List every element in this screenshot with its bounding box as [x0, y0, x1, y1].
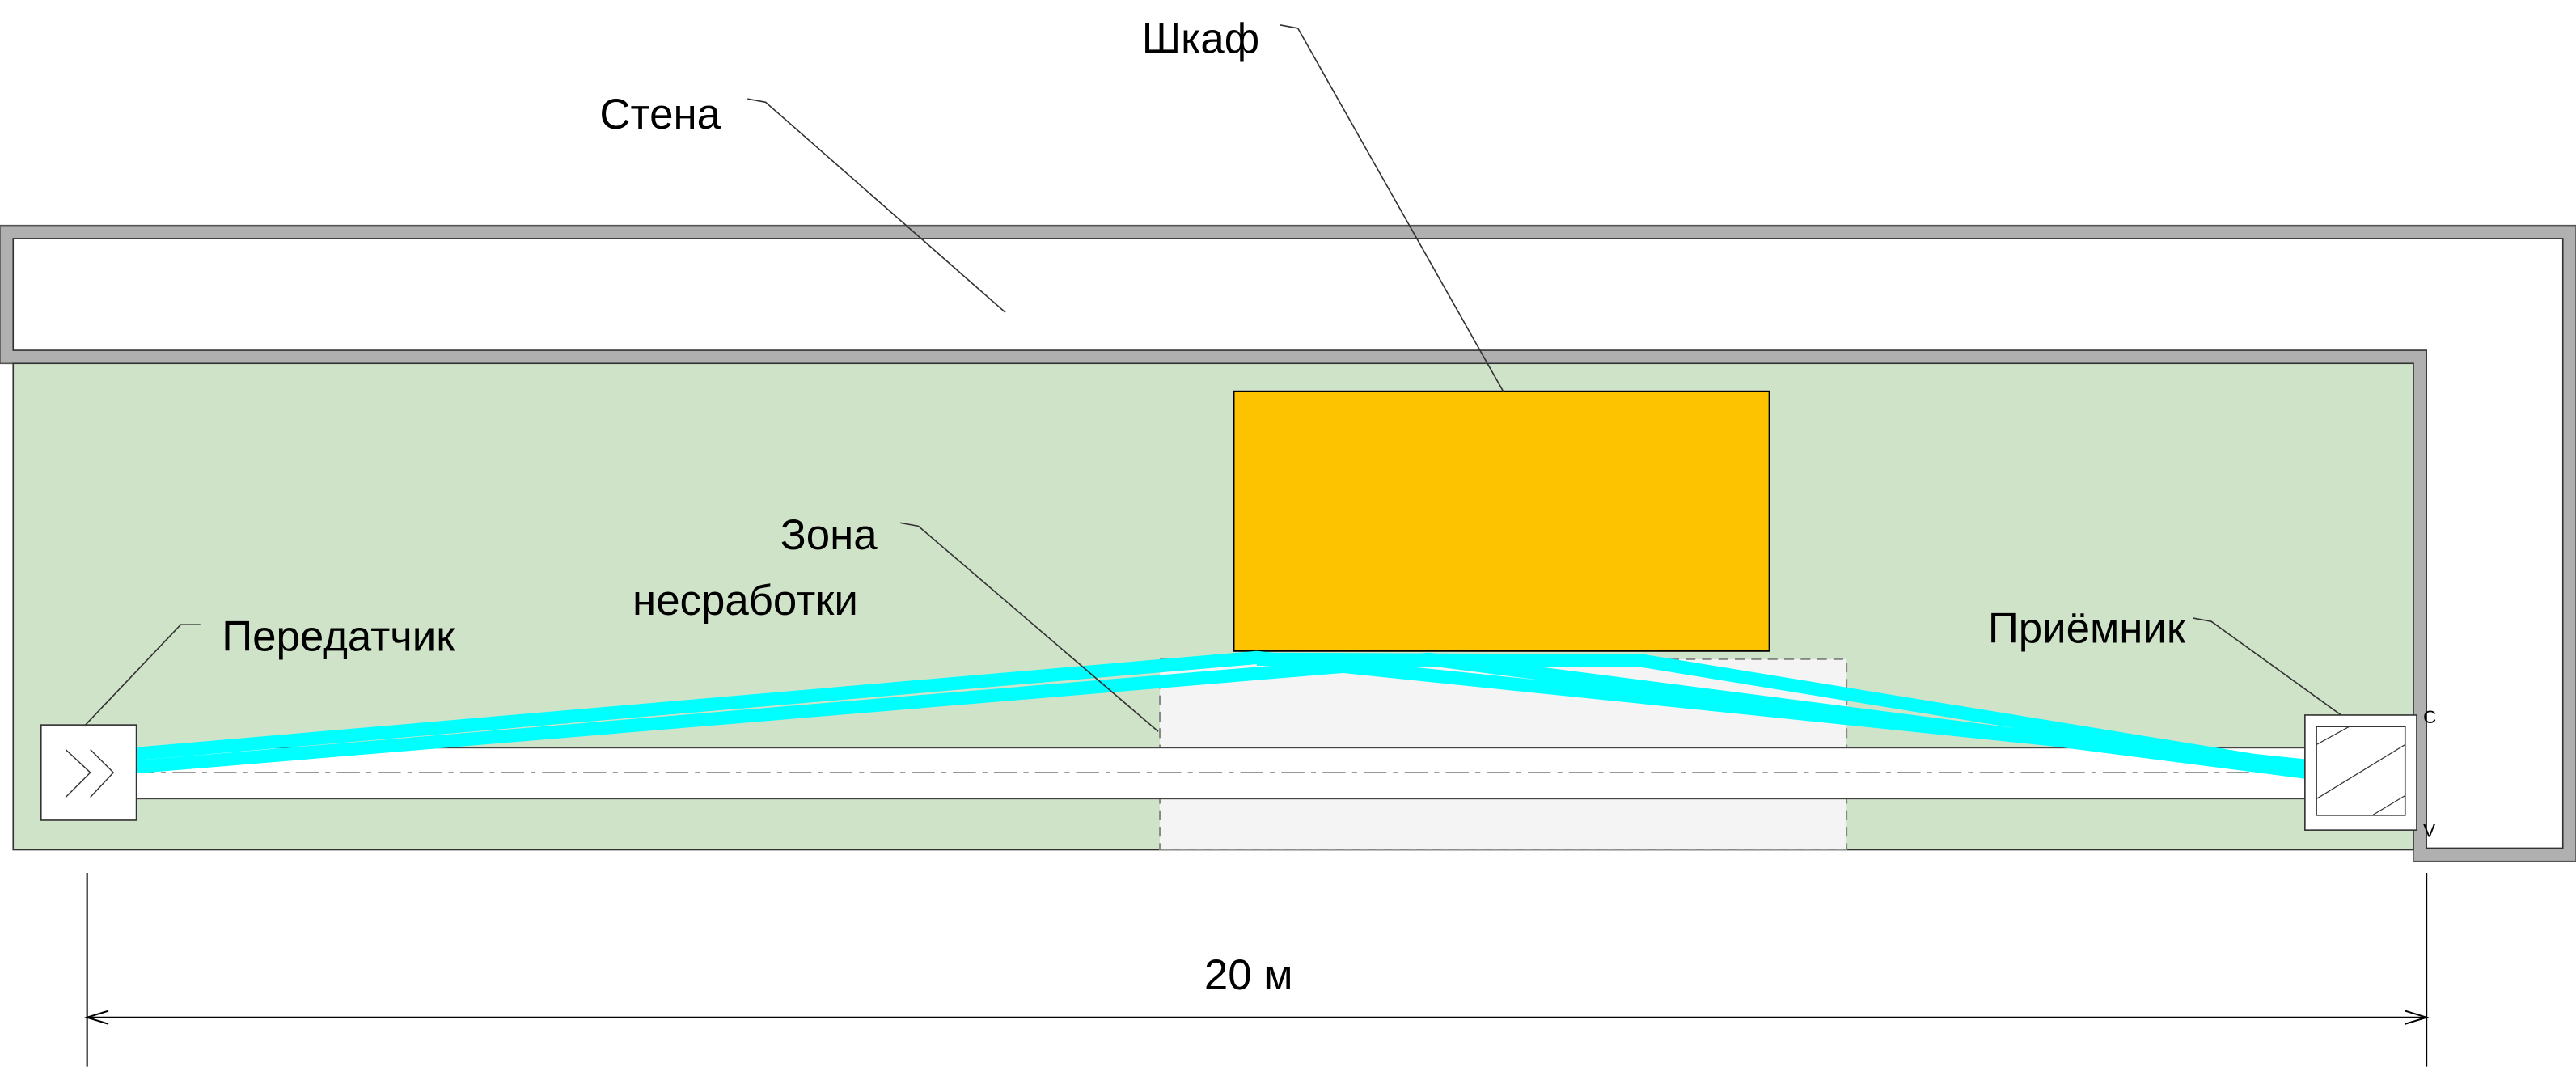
ir-beams [127, 650, 2310, 780]
wall-leader [747, 98, 1006, 313]
receiver-leader [2193, 617, 2342, 716]
dimension-label: 20 м [1204, 951, 1293, 999]
cabinet [1233, 390, 1770, 652]
dead-zone-label-line2: несработки [632, 577, 858, 625]
dead-zone-label-line1: Зона [780, 511, 878, 559]
receiver [2304, 714, 2417, 831]
transmitter-leader [85, 624, 201, 726]
chevron-icon [90, 749, 115, 798]
dead-zone-leader [899, 522, 1159, 732]
wall [0, 224, 2576, 862]
receiver-mark-top: C [2423, 707, 2436, 727]
receiver-label: Приёмник [1988, 605, 2186, 653]
arrow-left-icon [84, 1010, 109, 1025]
arrow-right-icon [2405, 1010, 2430, 1025]
transmitter-label: Передатчик [222, 613, 455, 661]
cabinet-label: Шкаф [1142, 15, 1259, 62]
cabinet-leader [1280, 24, 1504, 392]
transmitter [40, 724, 137, 821]
beam-corridor [130, 747, 2309, 800]
receiver-mark-bottom: V [2423, 820, 2435, 840]
beam-reflected-3 [1256, 652, 2310, 777]
dimension-line [84, 872, 2430, 1067]
wall-label: Стена [599, 91, 721, 138]
chevron-icon [65, 749, 91, 798]
